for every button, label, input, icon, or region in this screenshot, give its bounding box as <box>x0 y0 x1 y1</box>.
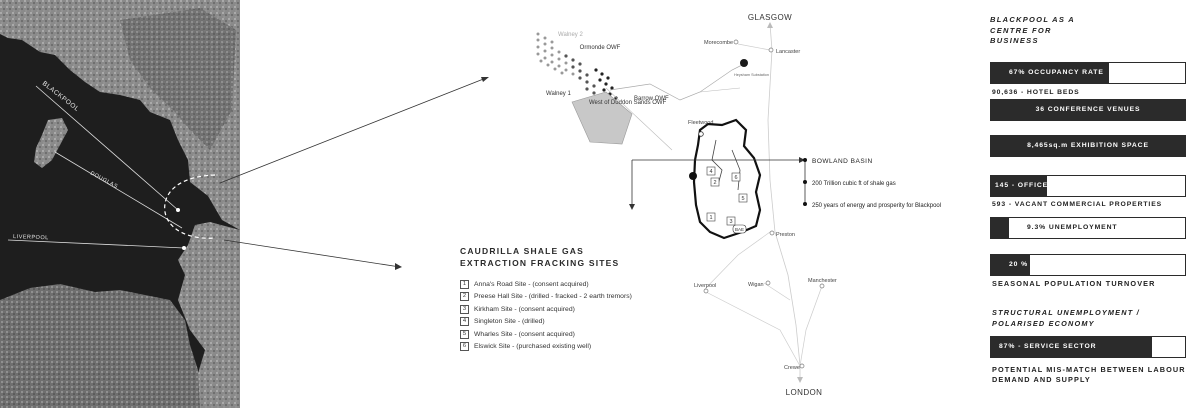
site-list: 1 Anna's Road Site - (consent acquired) 2… <box>460 279 700 352</box>
site-number: 4 <box>460 317 469 327</box>
label-liverpool: LIVERPOOL <box>13 234 49 241</box>
unemployment-fill <box>991 218 1010 238</box>
satellite-image: BLACKPOOL DOUGLAS LIVERPOOL <box>0 0 240 408</box>
focus-outline <box>164 174 216 239</box>
site-text: Singleton Site - (drilled) <box>474 318 545 326</box>
unemployment-bar: 9.3% UNEMPLOYMENT <box>990 217 1186 239</box>
occupancy-fill <box>991 63 1110 83</box>
land-wales <box>0 284 200 408</box>
label-crewe: Crewe <box>784 365 800 371</box>
svg-text:2: 2 <box>713 180 716 186</box>
label-preston: Preston <box>776 232 795 238</box>
service-bar: 87% - SERVICE SECTOR <box>990 336 1186 358</box>
land-fylde <box>178 222 240 408</box>
occupancy-label: 67% OCCUPANCY RATE <box>1009 69 1104 76</box>
site-text: Preese Hall Site - (drilled - fracked - … <box>474 293 632 301</box>
site-text: Anna's Road Site - (consent acquired) <box>474 280 589 288</box>
site-marker-1: 1 <box>706 212 716 222</box>
basin-fact-gas: 200 Trillion cubic ft of shale gas <box>812 181 896 187</box>
svg-text:5: 5 <box>741 196 744 202</box>
svg-text:6: 6 <box>734 175 737 181</box>
site-item: 3 Kirkham Site - (consent acquired) <box>460 304 700 314</box>
seasonal-bar: 20 % <box>990 254 1186 276</box>
label-london: LONDON <box>786 388 823 397</box>
label-lancaster: Lancaster <box>776 49 800 55</box>
site-marker-5: 5 <box>738 193 748 203</box>
occupancy-bar: 67% OCCUPANCY RATE <box>990 62 1186 84</box>
site-item: 5 Wharles Site - (consent acquired) <box>460 329 700 339</box>
site-marker-4: 4 <box>706 166 716 176</box>
basin-fact-energy: 250 years of energy and prosperity for B… <box>812 203 941 209</box>
label-fleetwood: Fleetwood <box>688 120 713 126</box>
svg-text:3: 3 <box>729 219 732 225</box>
site-text: Wharles Site - (consent acquired) <box>474 330 575 338</box>
label-manchester: Manchester <box>808 278 837 284</box>
walney1-windfarm <box>564 54 603 99</box>
structural-heading: STRUCTURAL UNEMPLOYMENT / POLARISED ECON… <box>992 308 1140 328</box>
vacant-properties: 593 - VACANT COMMERCIAL PROPERTIES <box>992 201 1163 208</box>
site-marker-3: 3 <box>726 216 736 226</box>
hotel-beds: 90,636 - HOTEL BEDS <box>992 89 1080 96</box>
site-number: 1 <box>460 279 469 289</box>
site-text: Kirkham Site - (consent acquired) <box>474 305 575 313</box>
site-number: 5 <box>460 329 469 339</box>
panel-title: BLACKPOOL AS A CENTRE FOR BUSINESS <box>990 15 1075 45</box>
ormonde-windfarm <box>594 68 618 100</box>
label-barrow: Barrow OWF <box>634 96 669 102</box>
arrow-to-sites <box>223 239 401 268</box>
site-text: Elswick Site - (purchased existing well) <box>474 343 592 351</box>
conference-label: 36 CONFERENCE VENUES <box>1035 106 1141 113</box>
blackpool-marker <box>689 172 697 180</box>
sites-title: CAUDRILLA SHALE GAS EXTRACTION FRACKING … <box>460 246 620 268</box>
offices-bar: 145 - OFFICES <box>990 175 1186 197</box>
site-item: 1 Anna's Road Site - (consent acquired) <box>460 279 700 289</box>
isle-of-man <box>34 118 68 168</box>
fracking-sites-legend: CAUDRILLA SHALE GAS EXTRACTION FRACKING … <box>460 246 700 354</box>
label-walney1: Walney 1 <box>546 91 571 97</box>
site-item: 6 Elswick Site - (purchased existing well… <box>460 341 700 352</box>
exhibition-bar: 8,465sq.m EXHIBITION SPACE <box>990 135 1186 157</box>
business-panel: BLACKPOOL AS A CENTRE FOR BUSINESS 67% O… <box>990 15 1186 384</box>
exhibition-label: 8,465sq.m EXHIBITION SPACE <box>1027 142 1149 149</box>
site-number: 2 <box>460 292 469 302</box>
seasonal-label: 20 % <box>1009 261 1029 268</box>
fylde-outline <box>692 118 762 240</box>
seasonal-caption: SEASONAL POPULATION TURNOVER <box>992 279 1156 288</box>
site-number: 3 <box>460 304 469 314</box>
site-marker-2: 2 <box>710 177 720 187</box>
svg-text:1: 1 <box>709 215 712 221</box>
svg-text:4: 4 <box>709 169 712 175</box>
basin-title: BOWLAND BASIN <box>812 158 873 165</box>
rail-line <box>767 23 801 380</box>
label-bae: BAE <box>735 227 744 232</box>
label-heysham: Heysham Substation <box>734 73 769 77</box>
conference-bar: 36 CONFERENCE VENUES <box>990 99 1186 121</box>
label-walney2: Walney 2 <box>558 32 583 38</box>
seasonal-fill <box>991 255 1030 275</box>
label-ormonde: Ormonde OWF <box>580 45 621 51</box>
site-marker-6: 6 <box>731 172 741 182</box>
mismatch-caption: POTENTIAL MIS-MATCH BETWEEN LABOUR DEMAN… <box>992 365 1186 384</box>
site-item: 4 Singleton Site - (drilled) <box>460 316 700 327</box>
label-west-duddon: West of Duddon Sands OWF <box>589 100 667 106</box>
west-duddon-area <box>571 91 633 145</box>
label-morecombe: Morecombe <box>704 40 733 46</box>
label-liverpool: Liverpool <box>694 283 716 289</box>
service-label: 87% - SERVICE SECTOR <box>999 343 1097 350</box>
site-number: 6 <box>460 342 469 352</box>
unemployment-label: 9.3% UNEMPLOYMENT <box>1027 224 1118 231</box>
land-fells <box>120 8 236 150</box>
offices-label: 145 - OFFICES <box>995 182 1054 189</box>
arrow-to-map <box>219 77 487 184</box>
offices-fill <box>991 176 1048 196</box>
service-fill <box>991 337 1153 357</box>
label-glasgow: GLASGOW <box>748 13 792 22</box>
walney2-windfarm <box>536 32 575 76</box>
site-item: 2 Preese Hall Site - (drilled - fracked -… <box>460 291 700 302</box>
label-wigan: Wigan <box>748 282 764 288</box>
